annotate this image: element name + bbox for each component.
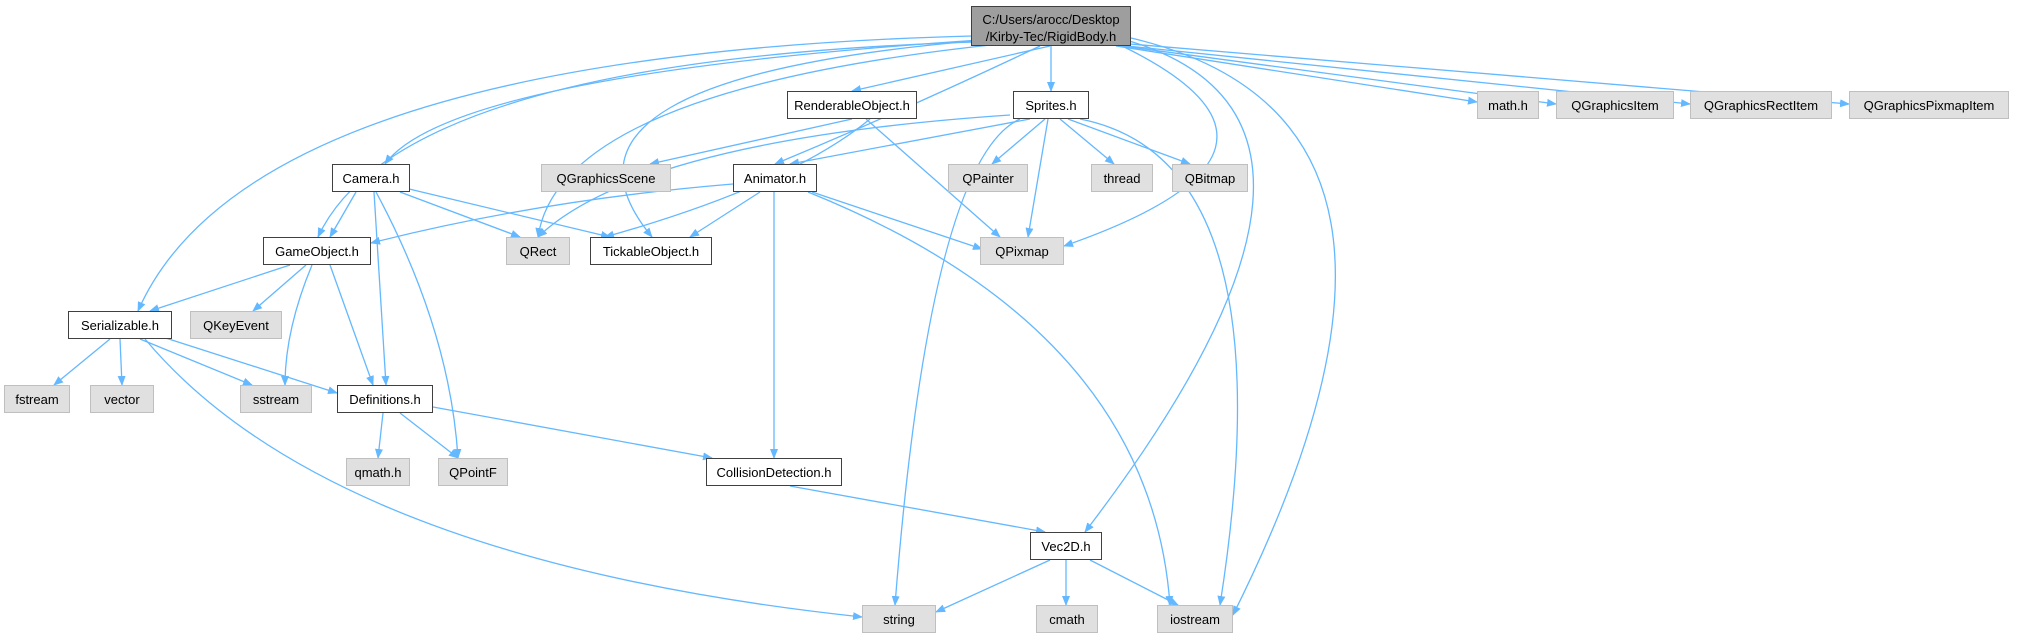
node-qrect: QRect [506,237,570,265]
edge-camera-qpointf [375,191,462,459]
node-thread: thread [1091,164,1153,192]
edge-root-iostream [1130,37,1337,616]
node-sstream: sstream [240,385,312,413]
edge-definitions-qmath [375,412,384,459]
edge-gameobject-definitions [329,264,374,386]
root-file-node: C:/Users/arocc/Desktop /Kirby-Tec/RigidB… [971,6,1131,46]
edge-serializable-vector [117,338,126,386]
node-vector: vector [90,385,154,413]
node-iostream: iostream [1157,605,1233,633]
edge-serializable-string [144,338,863,621]
node-cmath: cmath [1036,605,1098,633]
node-qpointf: QPointF [438,458,508,486]
edge-root-vec2d [1084,39,1254,533]
node-qpainter: QPainter [948,164,1028,192]
edge-renderable-qpixmap [865,118,1001,238]
edge-animator-tickable [689,191,761,238]
edge-camera-definitions [373,191,390,386]
node-sprites-h[interactable]: Sprites.h [1013,91,1089,119]
edge-root-serializable [137,35,973,312]
edge-gameobject-serializable [149,264,291,312]
node-camera-h[interactable]: Camera.h [332,164,410,192]
edge-root-gameobject [317,41,976,238]
edge-animator-gameobject [370,183,734,245]
edge-serializable-fstream [53,338,111,386]
node-fstream: fstream [4,385,70,413]
root-file-path-line1: C:/Users/arocc/Desktop [982,12,1120,27]
edge-sprites-string [891,118,1021,606]
node-qkeyevent: QKeyEvent [190,311,282,339]
node-tickableobject-h[interactable]: TickableObject.h [590,237,712,265]
edge-sprites-animator [789,118,1031,167]
node-serializable-h[interactable]: Serializable.h [68,311,172,339]
node-animator-h[interactable]: Animator.h [733,164,817,192]
node-qgraphicsscene: QGraphicsScene [541,164,671,192]
node-qgraphicsitem: QGraphicsItem [1556,91,1674,119]
edge-sprites-iostream [1079,118,1239,606]
node-definitions-h[interactable]: Definitions.h [337,385,433,413]
node-qgraphicsrectitem: QGraphicsRectItem [1690,91,1832,119]
edge-vec2d-iostream [1089,559,1179,606]
edge-animator-iostream [807,191,1174,606]
edge-renderable-qgscene [649,118,853,166]
edge-serializable-sstream [139,338,253,386]
edge-serializable-definitions [149,332,338,395]
edge-sprites-qbitmap [1067,118,1191,165]
node-math-h: math.h [1477,91,1539,119]
edge-camera-gameobject [329,191,357,238]
edge-camera-tickable [404,187,611,239]
edge-sprites-thread [1059,118,1115,165]
edge-definitions-qpointf [399,412,459,459]
node-vec2d-h[interactable]: Vec2D.h [1030,532,1102,560]
edge-gameobject-qkeyevent [252,264,307,312]
node-gameobject-h[interactable]: GameObject.h [263,237,371,265]
root-file-path-line2: /Kirby-Tec/RigidBody.h [985,29,1117,44]
edge-collision-vec2d [789,485,1046,535]
node-qgraphicspixmapitem: QGraphicsPixmapItem [1849,91,2009,119]
node-renderable-object-h[interactable]: RenderableObject.h [787,91,917,119]
edge-sprites-qpainter [991,118,1046,165]
edge-root-qrect [535,43,1001,238]
edge-root-mathh [1115,45,1478,105]
edge-root-qpixmap [1063,43,1218,247]
edge-definitions-collision [432,406,713,461]
edge-root-renderable [851,45,1051,93]
node-qpixmap: QPixmap [980,237,1064,265]
node-string: string [862,605,936,633]
edge-gameobject-sstream [281,264,313,386]
edge-vec2d-string [935,559,1051,613]
node-qbitmap: QBitmap [1172,164,1248,192]
edge-animator-qpixmap [811,191,983,250]
node-collisiondetection-h[interactable]: CollisionDetection.h [706,458,842,486]
edge-sprites-qrect [537,114,1011,238]
edge-sprites-qpixmap [1025,118,1049,238]
node-qmath-h: qmath.h [346,458,410,486]
edge-camera-qrect [399,191,521,238]
